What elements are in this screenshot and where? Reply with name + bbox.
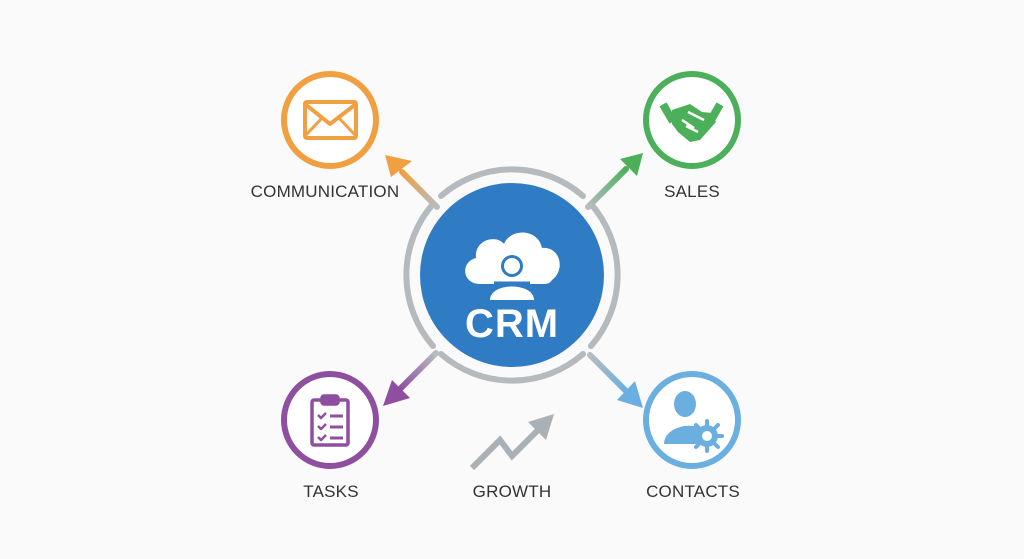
arrow-to-contacts bbox=[587, 352, 643, 408]
crm-hub bbox=[420, 183, 604, 367]
node-tasks[interactable] bbox=[281, 371, 379, 469]
envelope-icon bbox=[303, 100, 358, 140]
trend-arrow-icon bbox=[469, 414, 554, 471]
tasks-label: TASKS bbox=[303, 482, 359, 501]
sales-label: SALES bbox=[664, 182, 720, 201]
outer-ring bbox=[403, 166, 621, 384]
node-contacts[interactable] bbox=[643, 371, 741, 469]
crm-label: CRM bbox=[464, 302, 560, 346]
clipboard-checklist-icon bbox=[310, 394, 350, 447]
user-gear-icon bbox=[664, 391, 724, 453]
arrow-to-communication bbox=[385, 155, 440, 210]
growth-label: GROWTH bbox=[472, 482, 552, 501]
arrow-to-sales bbox=[585, 153, 643, 210]
handshake-icon bbox=[659, 102, 724, 142]
arrow-to-tasks bbox=[383, 350, 439, 406]
communication-label: COMMUNICATION bbox=[250, 182, 400, 201]
cloud-user-icon bbox=[465, 232, 560, 300]
node-communication[interactable] bbox=[281, 71, 379, 169]
node-sales[interactable] bbox=[643, 71, 741, 169]
contacts-label: CONTACTS bbox=[646, 482, 740, 501]
